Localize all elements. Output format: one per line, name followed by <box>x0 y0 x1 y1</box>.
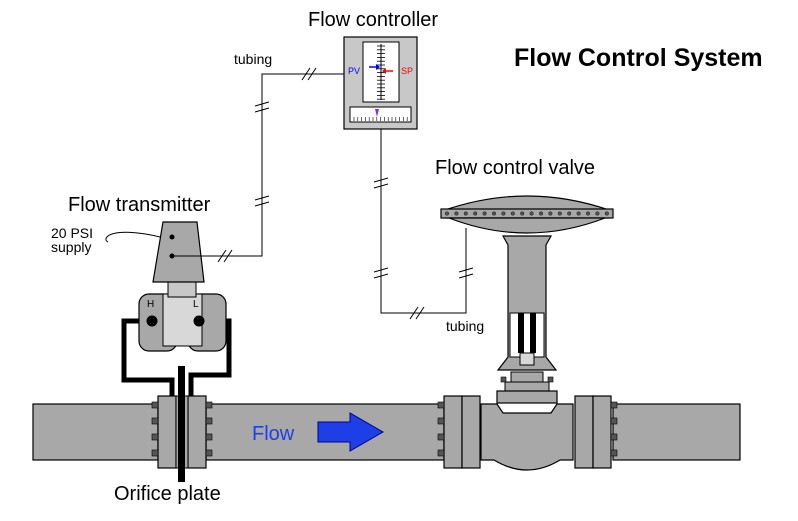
flow-arrow <box>317 412 385 452</box>
orifice-plate-label: Orifice plate <box>114 483 221 505</box>
flow-transmitter-label: Flow transmitter <box>68 194 211 216</box>
tubing-hash-marks-valve <box>373 177 474 320</box>
transmitter-high-port-label: H <box>147 299 154 310</box>
tubing-label-top: tubing <box>234 51 272 67</box>
main-pipe <box>32 403 741 461</box>
sp-label: SP <box>401 66 413 76</box>
flow-control-valve-label: Flow control valve <box>435 157 595 179</box>
tubing-label-bottom: tubing <box>446 318 484 334</box>
tubing-hash-marks <box>217 67 317 263</box>
sp-pointer <box>382 68 393 74</box>
tubing-transmitter-to-controller <box>172 73 344 257</box>
flow-transmitter <box>138 221 227 352</box>
flow-controller-label: Flow controller <box>308 9 438 31</box>
flow-control-valve <box>437 195 618 471</box>
pv-pointer <box>369 64 380 70</box>
flow-label: Flow <box>252 423 295 445</box>
flow-controller <box>343 36 418 130</box>
supply-label-line1: 20 PSI <box>51 225 93 241</box>
orifice-plate <box>178 366 185 482</box>
output-marker <box>375 109 379 117</box>
supply-line <box>105 231 161 243</box>
diagram-title: Flow Control System <box>514 44 763 72</box>
transmitter-low-port-label: L <box>193 299 199 310</box>
supply-label-line2: supply <box>51 239 91 255</box>
pv-label: PV <box>348 66 360 76</box>
